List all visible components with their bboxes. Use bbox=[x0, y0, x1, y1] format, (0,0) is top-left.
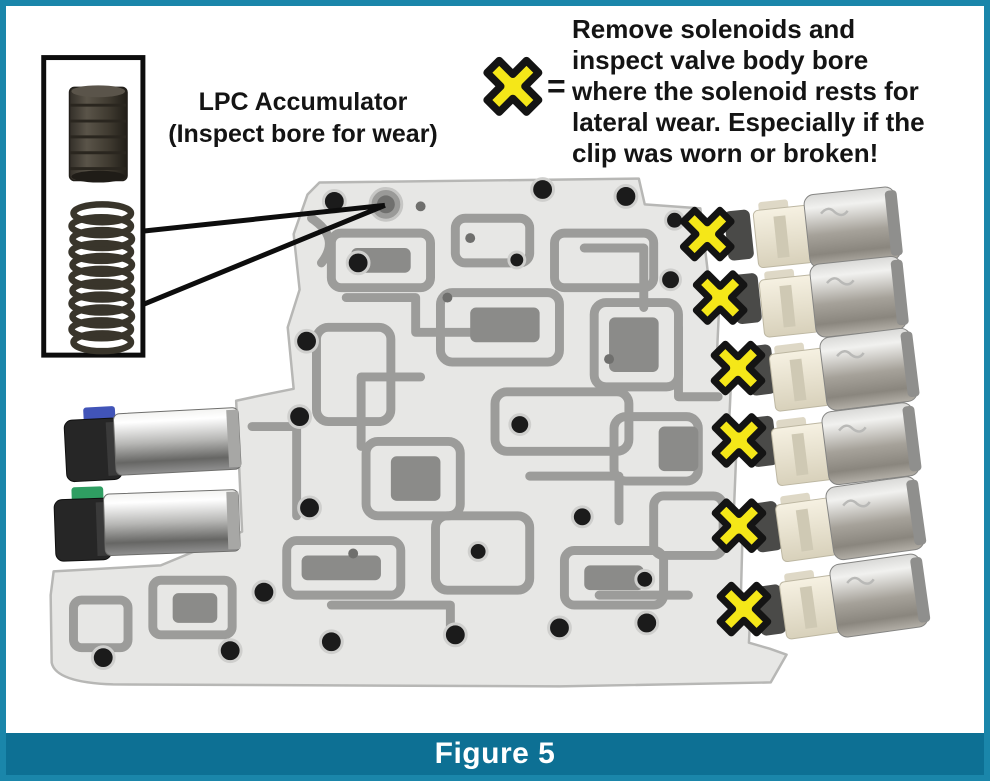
lpc-accumulator-bore bbox=[368, 187, 404, 222]
solenoid bbox=[770, 402, 922, 486]
legend-note-line: inspect valve body bore bbox=[572, 45, 869, 75]
valve-body-casting bbox=[49, 177, 788, 688]
solenoid-bank bbox=[752, 186, 931, 640]
valve-body-illustration bbox=[41, 6, 931, 688]
legend-note-line: clip was worn or broken! bbox=[572, 138, 879, 168]
solenoid bbox=[775, 476, 927, 563]
accumulator-piston bbox=[68, 85, 128, 183]
left-solenoids bbox=[53, 406, 242, 562]
callout-pointer-lines bbox=[141, 202, 386, 307]
lpc-label-line: LPC Accumulator bbox=[198, 88, 408, 116]
figure-caption-text: Figure 5 bbox=[434, 737, 556, 770]
solenoid bbox=[758, 255, 909, 338]
solenoid bbox=[768, 327, 920, 412]
legend-note-line: where the solenoid rests for bbox=[572, 76, 919, 106]
left-solenoid-green bbox=[53, 486, 241, 562]
legend-equals-sign: = bbox=[547, 68, 566, 104]
legend-note: Remove solenoids and inspect valve body … bbox=[572, 14, 984, 169]
accumulator-spring bbox=[68, 201, 136, 355]
legend-note-line: lateral wear. Especially if the bbox=[572, 107, 925, 137]
legend-note-line: Remove solenoids and bbox=[572, 14, 856, 44]
figure-caption-bar: Figure 5 bbox=[6, 733, 984, 775]
legend-x-icon bbox=[473, 47, 552, 126]
solenoid bbox=[779, 553, 931, 640]
lpc-accumulator-label: LPC Accumulator (Inspect bore for wear) bbox=[138, 86, 468, 150]
solenoid bbox=[752, 186, 903, 269]
lpc-label-line: (Inspect bore for wear) bbox=[168, 120, 438, 148]
figure-photo-area: LPC Accumulator (Inspect bore for wear) … bbox=[6, 6, 984, 733]
lpc-inset-box bbox=[41, 55, 386, 358]
left-solenoid-blue bbox=[63, 406, 242, 483]
